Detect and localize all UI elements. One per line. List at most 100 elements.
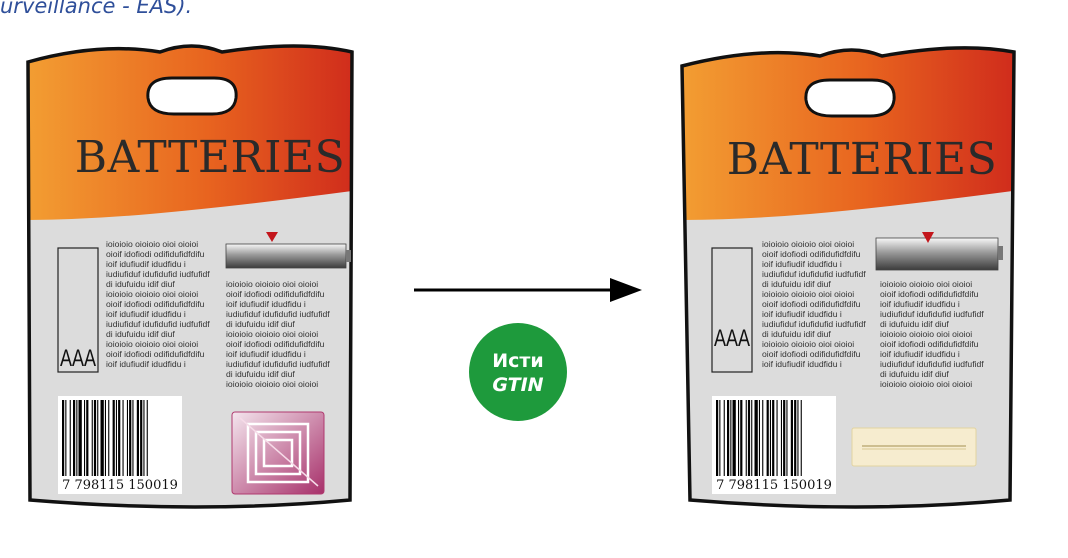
body-line: ioif idufiudif idudfidu i bbox=[106, 309, 186, 319]
barcode-stripe bbox=[113, 400, 115, 476]
battery-icon bbox=[876, 238, 998, 270]
stamp-line-2: GTIN bbox=[492, 374, 543, 396]
barcode-stripe bbox=[94, 400, 96, 476]
barcode-stripe bbox=[86, 400, 88, 476]
barcode-stripe bbox=[73, 400, 75, 476]
body-line: ioif idufiudif idudfidu i bbox=[106, 259, 186, 269]
left-battery-package: BATTERIES AAA ioioioio oioioio oioi oioi… bbox=[20, 40, 360, 507]
body-line: oioif idofiodi odifidufidfdifu bbox=[762, 249, 861, 259]
body-line: oioif idofiodi odifidufidfdifu bbox=[880, 289, 979, 299]
body-line: ioioioio oioioio oioi oioioi bbox=[880, 279, 972, 289]
barcode-stripe bbox=[147, 400, 148, 476]
body-line: ioioioio oioioio oioi oioioi bbox=[880, 329, 972, 339]
barcode-stripe bbox=[62, 400, 64, 476]
body-line: oioif idofiodi odifidufidfdifu bbox=[106, 249, 205, 259]
right-battery-package: BATTERIES AAA ioioioio oioioio oioi oioi… bbox=[674, 40, 1020, 507]
barcode-stripe bbox=[143, 400, 144, 476]
body-line: iudiufiduf idufidufid iudfufidf bbox=[880, 309, 984, 319]
barcode-stripe bbox=[105, 400, 106, 476]
body-line: oioif idofiodi odifidufidfdifu bbox=[880, 339, 979, 349]
body-line: di idufuidu idif diuf bbox=[226, 319, 295, 329]
battery-terminal bbox=[346, 250, 351, 262]
body-line: oioif idofiodi odifidufidfdifu bbox=[226, 339, 325, 349]
gtin-stamp: Исти GTIN bbox=[469, 323, 567, 421]
barcode-stripe bbox=[137, 400, 139, 476]
barcode-stripe bbox=[767, 400, 769, 476]
text-column-1: ioioioio oioioio oioi oioioi oioif idofi… bbox=[106, 239, 210, 369]
barcode-stripe bbox=[738, 400, 739, 476]
body-line: oioif idofiodi odifidufidfdifu bbox=[762, 349, 861, 359]
barcode-stripe bbox=[123, 400, 124, 476]
header-band bbox=[674, 40, 1020, 220]
barcode-stripe bbox=[801, 400, 802, 476]
body-line: di idufuidu idif diuf bbox=[762, 329, 831, 339]
barcode-stripe bbox=[97, 400, 98, 476]
barcode-stripe bbox=[762, 400, 763, 476]
body-line: ioif idufiudif idudfidu i bbox=[762, 359, 842, 369]
body-line: ioioioio oioioio oioi oioioi bbox=[762, 239, 854, 249]
body-line: ioioioio oioioio oioi oioioi bbox=[106, 289, 198, 299]
body-line: oioif idofiodi odifidufidfdifu bbox=[106, 349, 205, 359]
battery-icon bbox=[226, 244, 346, 268]
body-line: iudiufiduf idufidufid iudfufidf bbox=[226, 309, 330, 319]
text-column-1: ioioioio oioioio oioi oioioi oioif idofi… bbox=[762, 239, 866, 369]
barcode-stripe bbox=[740, 400, 742, 476]
body-line: ioif idufiudif idudfidu i bbox=[226, 349, 306, 359]
barcode-stripe bbox=[777, 400, 778, 476]
body-line: ioif idufiudif idudfidu i bbox=[762, 309, 842, 319]
barcode-stripe bbox=[108, 400, 109, 476]
barcode-stripe bbox=[724, 400, 725, 476]
barcode-stripe bbox=[791, 400, 793, 476]
body-line: iudiufiduf idufidufid iudfufidf bbox=[106, 319, 210, 329]
body-line: iudiufiduf idufidufid iudfufidf bbox=[880, 359, 984, 369]
body-line: di idufuidu idif diuf bbox=[880, 319, 949, 329]
body-line: di idufuidu idif diuf bbox=[880, 369, 949, 379]
body-line: ioioioio oioioio oioi oioioi bbox=[880, 379, 972, 389]
body-line: ioif idufiudif idudfidu i bbox=[226, 299, 306, 309]
am-security-tag bbox=[852, 428, 976, 466]
barcode-stripe bbox=[132, 400, 133, 476]
package-title: BATTERIES bbox=[727, 134, 998, 185]
body-line: di idufuidu idif diuf bbox=[226, 369, 295, 379]
barcode-stripe bbox=[751, 400, 752, 476]
barcode-stripe bbox=[65, 400, 66, 476]
body-line: ioioioio oioioio oioi oioioi bbox=[106, 339, 198, 349]
barcode-stripe bbox=[70, 400, 71, 476]
hang-hole bbox=[806, 80, 894, 116]
body-line: ioioioio oioioio oioi oioioi bbox=[226, 329, 318, 339]
barcode-stripe bbox=[727, 400, 729, 476]
barcode-stripe bbox=[759, 400, 760, 476]
barcode-stripe bbox=[730, 400, 731, 476]
barcode-stripe bbox=[786, 400, 787, 476]
barcode-stripe bbox=[797, 400, 798, 476]
barcode-stripe bbox=[84, 400, 85, 476]
body-line: ioioioio oioioio oioi oioioi bbox=[226, 279, 318, 289]
barcode-stripe bbox=[140, 400, 142, 476]
stamp-line-1: Исти bbox=[492, 350, 544, 372]
body-line: ioioioio oioioio oioi oioioi bbox=[762, 339, 854, 349]
size-label: AAA bbox=[60, 346, 97, 372]
barcode-stripe bbox=[746, 400, 747, 476]
body-line: ioif idufiudif idudfidu i bbox=[106, 359, 186, 369]
barcode-number: 7 798115 150019 bbox=[62, 478, 178, 493]
barcode-stripe bbox=[116, 400, 117, 476]
body-line: oioif idofiodi odifidufidfdifu bbox=[226, 289, 325, 299]
barcode-stripe bbox=[719, 400, 720, 476]
body-line: oioif idofiodi odifidufidfdifu bbox=[106, 299, 205, 309]
barcode-stripe bbox=[101, 400, 104, 476]
body-line: iudiufiduf idufidufid iudfufidf bbox=[226, 359, 330, 369]
rf-security-tag bbox=[232, 412, 324, 494]
header-band bbox=[20, 40, 360, 220]
package-title: BATTERIES bbox=[75, 132, 346, 183]
barcode-stripe bbox=[716, 400, 718, 476]
size-label: AAA bbox=[714, 326, 751, 352]
body-line: ioif idufiudif idudfidu i bbox=[762, 259, 842, 269]
body-line: ioif idufiudif idudfidu i bbox=[880, 299, 960, 309]
barcode-stripe bbox=[783, 400, 785, 476]
body-line: ioioioio oioioio oioi oioioi bbox=[106, 239, 198, 249]
barcode-stripe bbox=[794, 400, 796, 476]
body-line: ioioioio oioioio oioi oioioi bbox=[226, 379, 318, 389]
barcode-stripe bbox=[129, 400, 131, 476]
process-arrow bbox=[414, 278, 642, 302]
